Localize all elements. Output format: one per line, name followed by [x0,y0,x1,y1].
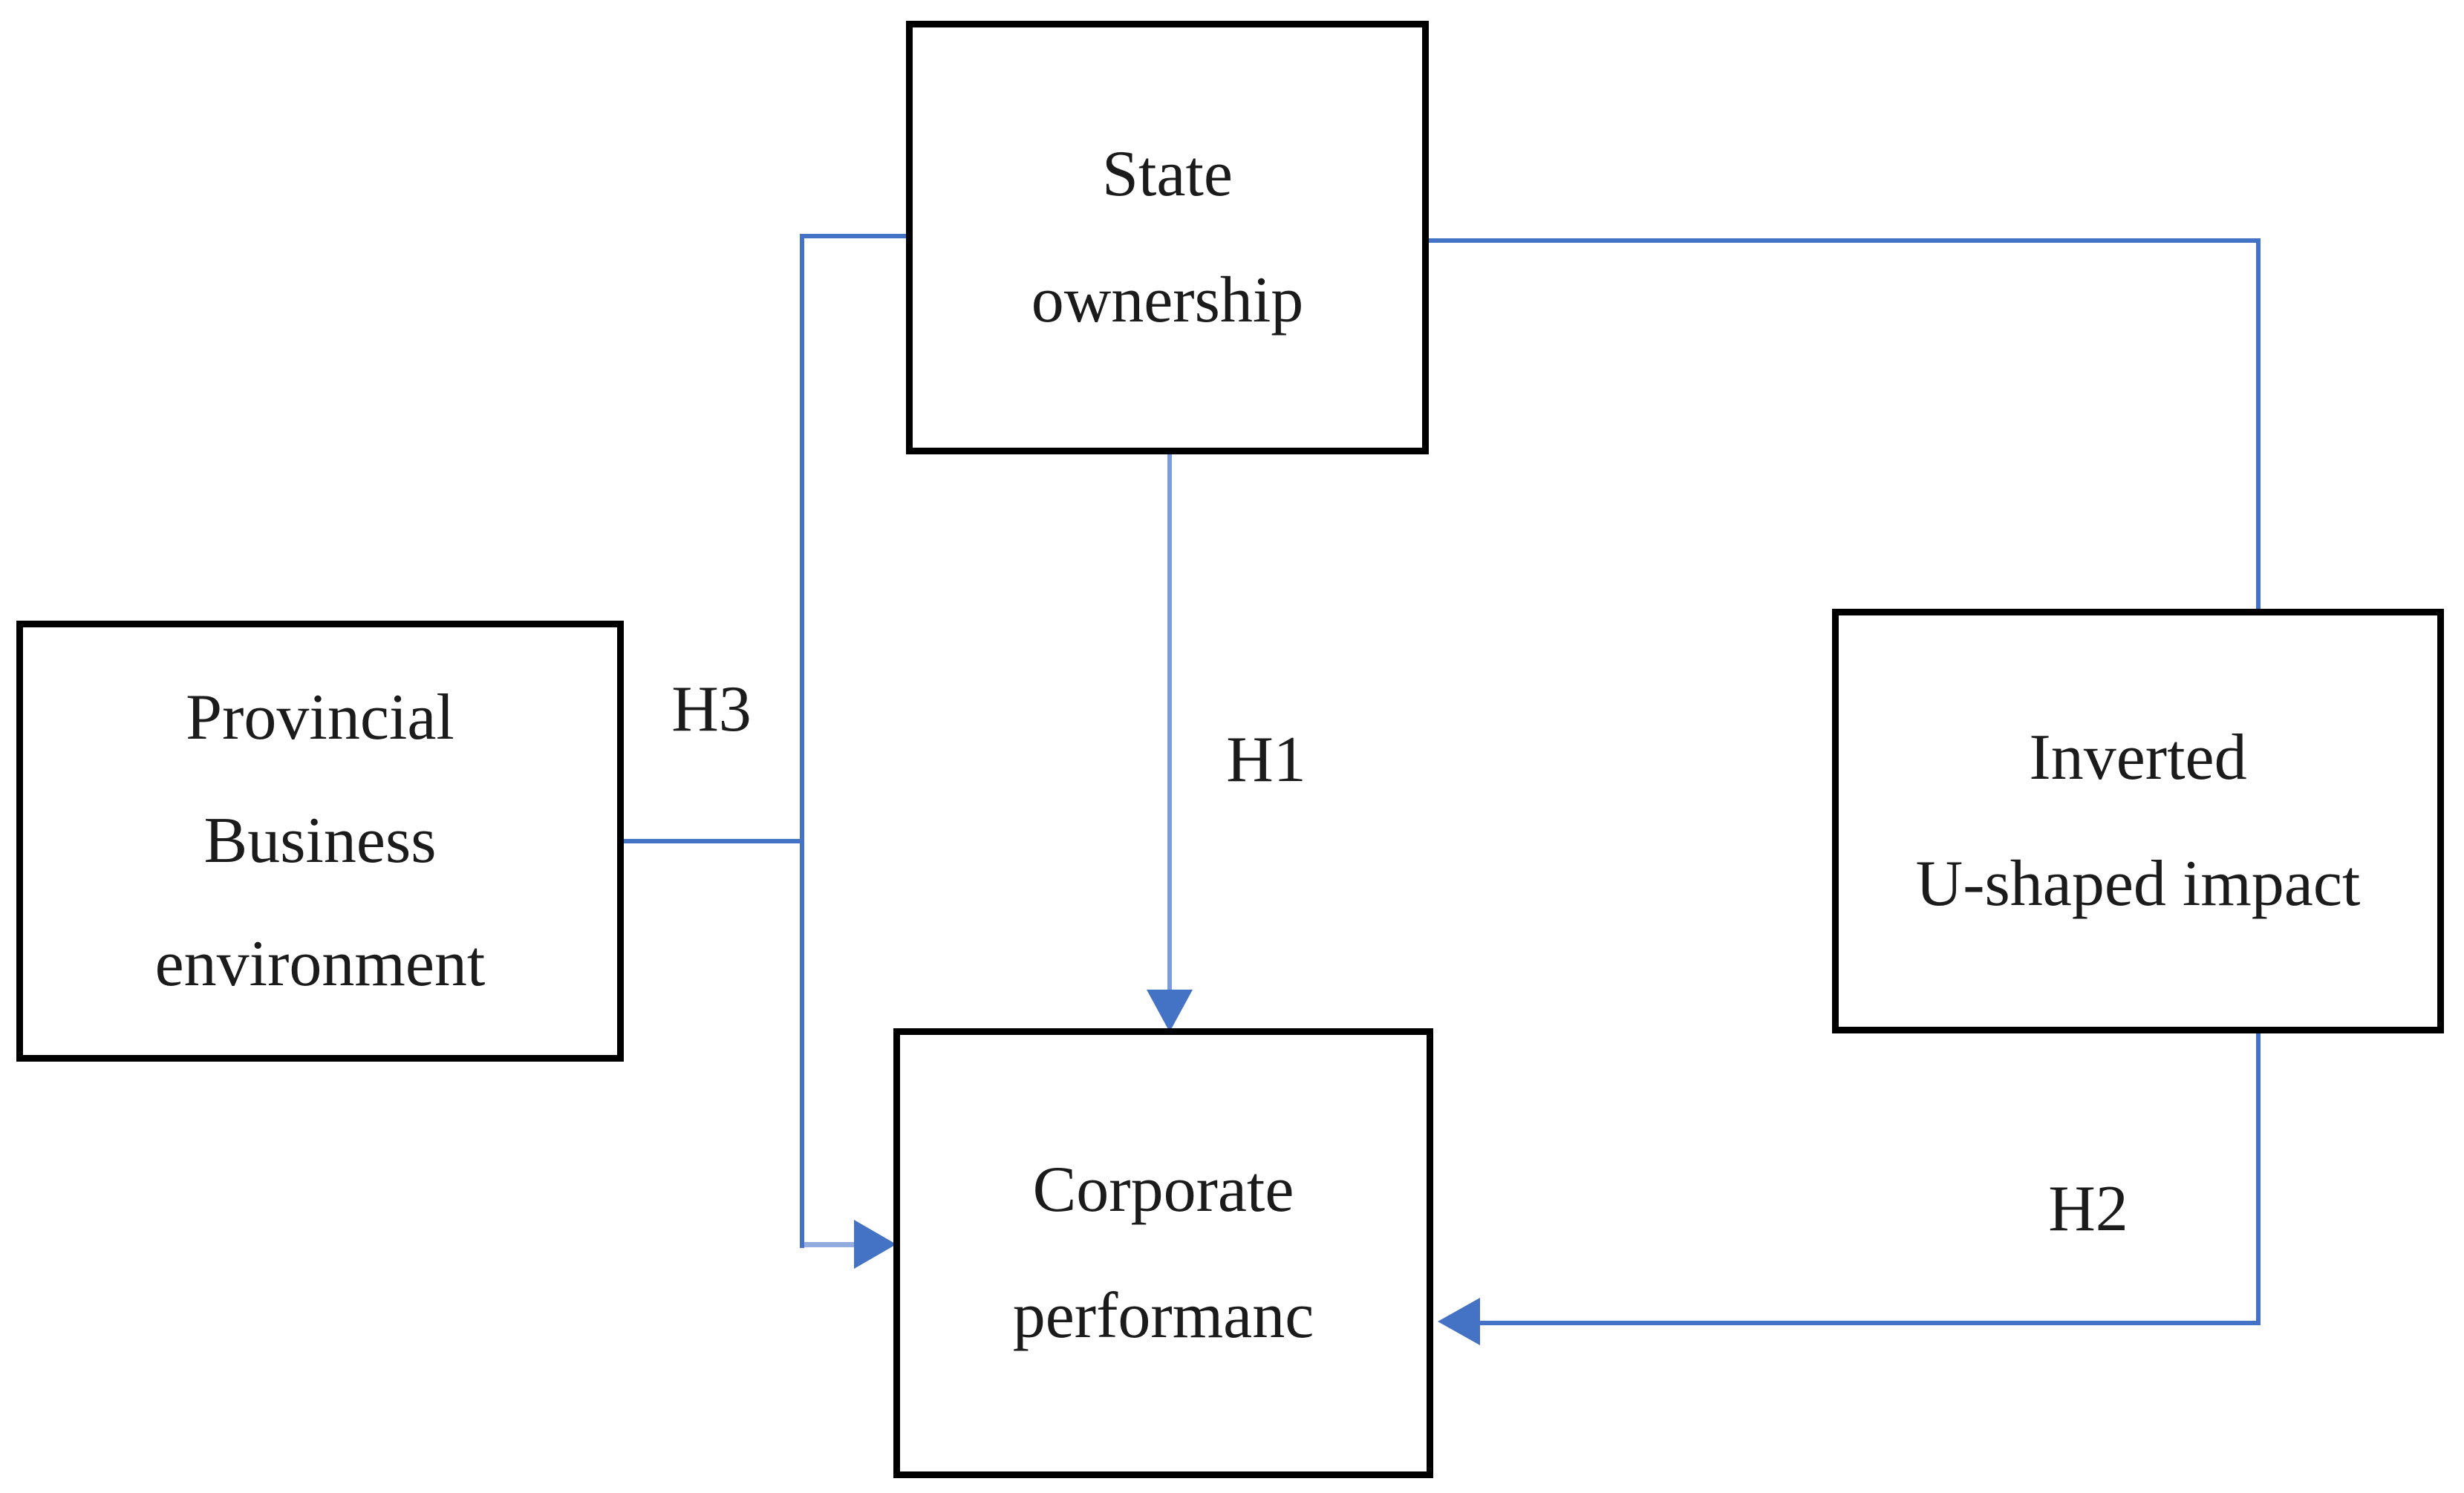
edge-h1-vertical-line [1167,454,1172,991]
edge-h2-vertical-line [2256,1032,2261,1325]
edge-h3-bottom-stub-line [804,1242,858,1247]
node-inverted-label-line1: Inverted [2029,722,2247,794]
edge-h2-horizontal-line [1478,1321,2261,1325]
node-inverted-u-shaped-impact: Inverted U-shaped impact [1832,609,2444,1033]
edge-label-h2: H2 [2048,1173,2128,1245]
edge-label-h3: H3 [671,673,752,745]
edge-state-to-inverted-horizontal-line [1429,238,2261,243]
node-state-ownership-label-line1: State [1102,138,1233,210]
edge-h3-vertical-line [800,234,804,1248]
node-corporate-performance: Corporate performanc [893,1028,1433,1478]
edge-h1-arrowhead-icon [1147,990,1193,1032]
node-state-ownership: State ownership [906,21,1429,454]
edge-h3-top-horizontal-line [802,234,906,238]
edge-state-to-inverted-vertical-line [2256,238,2261,613]
node-corporate-label-line2: performanc [1012,1280,1314,1352]
node-provincial-label-line2: Business [203,805,437,877]
edge-label-h1: H1 [1226,724,1306,796]
node-state-ownership-label-line2: ownership [1031,264,1304,336]
node-provincial-label-line1: Provincial [186,682,454,754]
node-inverted-label-line2: U-shaped impact [1915,848,2361,920]
node-provincial-label-line3: environment [154,928,486,1000]
edge-h2-arrowhead-icon [1438,1298,1480,1345]
edge-provincial-horizontal-line [624,839,802,843]
node-corporate-label-line1: Corporate [1032,1154,1294,1226]
edge-h3-arrowhead-icon [854,1220,896,1269]
node-provincial-business-environment: Provincial Business environment [16,621,624,1062]
